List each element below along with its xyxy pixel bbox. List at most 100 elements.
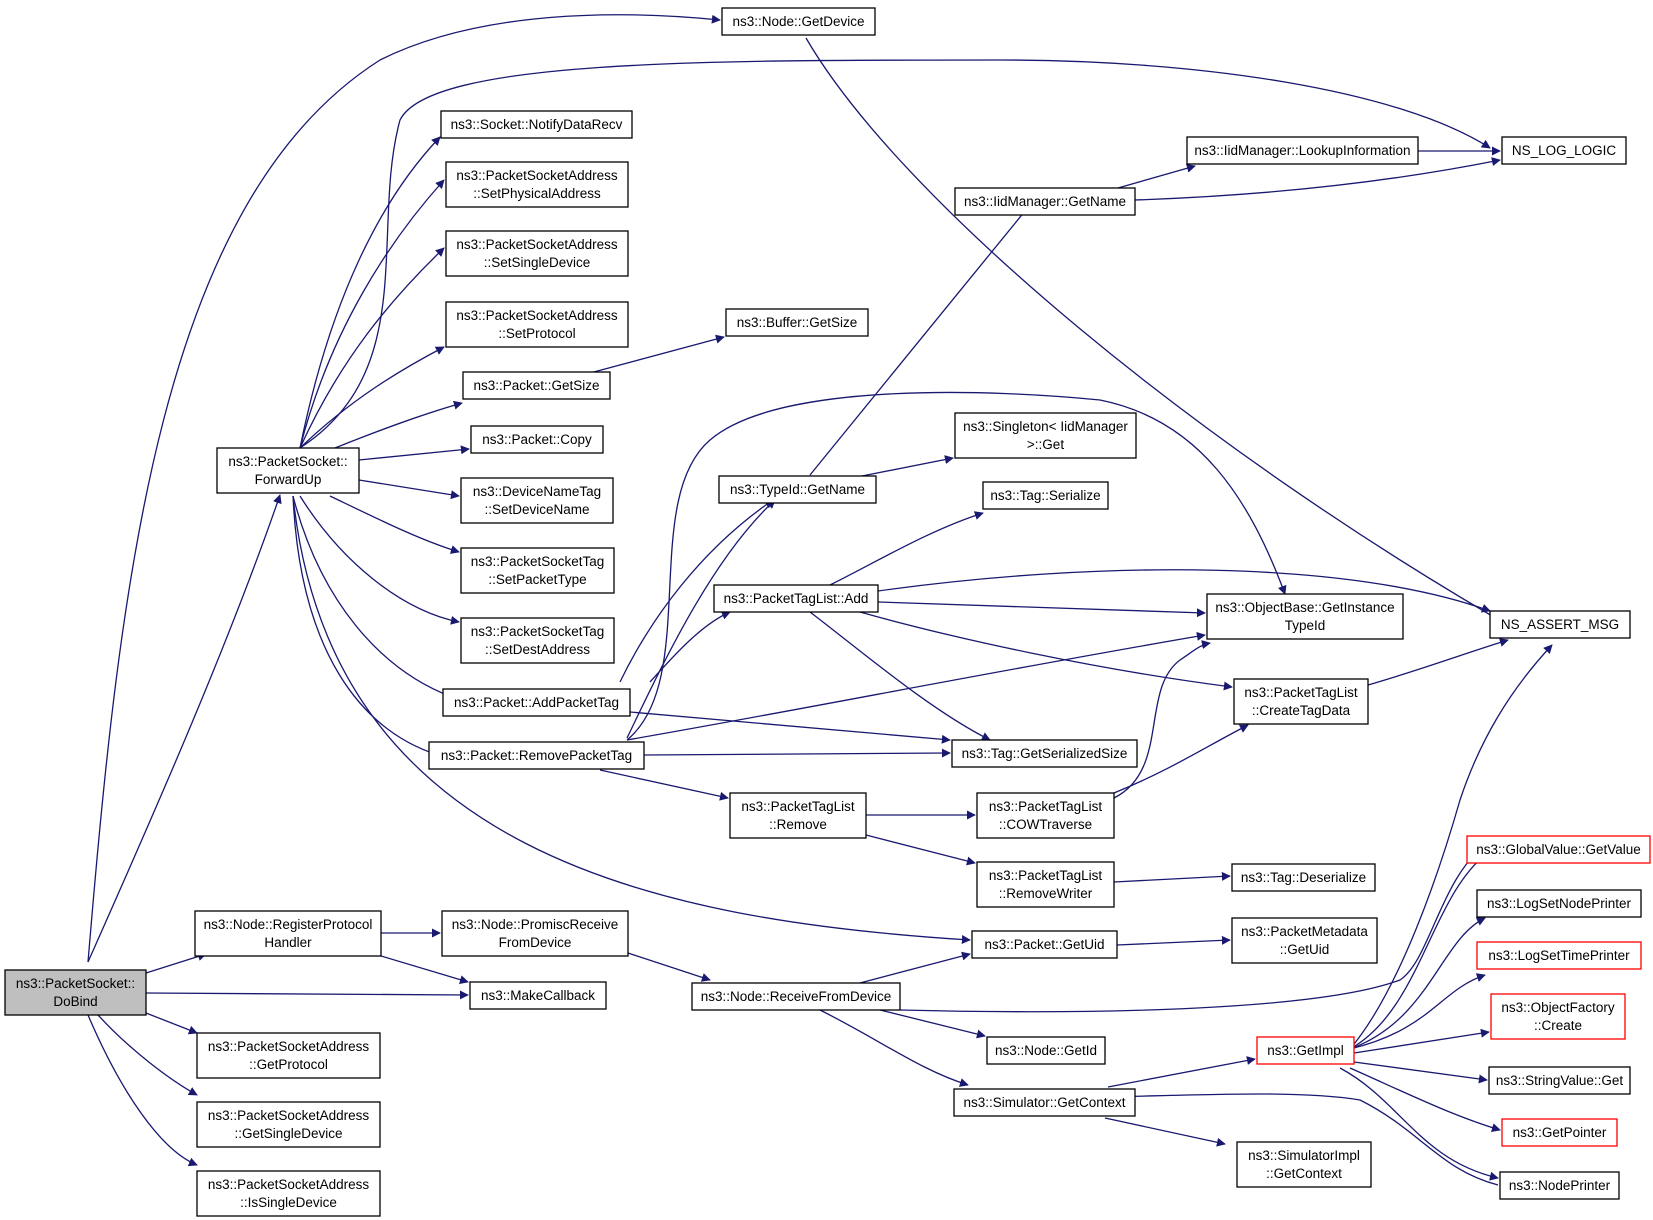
svg-text:::SetDeviceName: ::SetDeviceName (484, 502, 589, 517)
node-buffergetsize[interactable]: ns3::Buffer::GetSize (725, 308, 869, 337)
node-tagdeserialize[interactable]: ns3::Tag::Deserialize (1231, 863, 1376, 892)
node-iidgetname[interactable]: ns3::IidManager::GetName (954, 187, 1136, 216)
node-removepackettag[interactable]: ns3::Packet::RemovePacketTag (428, 741, 645, 770)
node-addpackettag[interactable]: ns3::Packet::AddPacketTag (442, 688, 631, 717)
svg-text:ns3::PacketSocketTag: ns3::PacketSocketTag (471, 624, 605, 639)
node-notifydatarecv[interactable]: ns3::Socket::NotifyDataRecv (440, 110, 633, 139)
node-getimpl[interactable]: ns3::GetImpl (1256, 1036, 1355, 1065)
edge-packettaglistadd-objectbase (877, 601, 1206, 618)
node-createtagdata[interactable]: ns3::PacketTagList ::CreateTagData (1233, 678, 1369, 725)
edge-getimpl-getpointer (1349, 1067, 1501, 1132)
node-objectfactory[interactable]: ns3::ObjectFactory ::Create (1490, 993, 1626, 1040)
node-logtimeprinter[interactable]: ns3::LogSetTimePrinter (1476, 941, 1642, 970)
edge-removepackettag-packettaglistremove (599, 769, 729, 801)
node-setsingledevice[interactable]: ns3::PacketSocketAddress ::SetSingleDevi… (445, 230, 629, 277)
node-packettaglistadd[interactable]: ns3::PacketTagList::Add (713, 584, 879, 613)
node-getdevice[interactable]: ns3::Node::GetDevice (721, 7, 876, 36)
node-simgetcontext[interactable]: ns3::Simulator::GetContext (953, 1088, 1136, 1117)
node-packetcopy[interactable]: ns3::Packet::Copy (470, 425, 604, 454)
node-nsassert[interactable]: NS_ASSERT_MSG (1489, 610, 1631, 639)
node-getprotocol[interactable]: ns3::PacketSocketAddress ::GetProtocol (196, 1032, 381, 1079)
node-taggetserializedsize[interactable]: ns3::Tag::GetSerializedSize (951, 739, 1138, 768)
svg-text:>::Get: >::Get (1027, 437, 1064, 452)
node-nodeprinter[interactable]: ns3::NodePrinter (1499, 1171, 1620, 1200)
node-removewriter[interactable]: ns3::PacketTagList ::RemoveWriter (976, 861, 1115, 908)
node-makecallback[interactable]: ns3::MakeCallback (469, 981, 607, 1010)
svg-text:TypeId: TypeId (1285, 618, 1326, 633)
edge-packetgetsize-buffergetsize (589, 334, 725, 374)
svg-text:ns3::IidManager::LookupInforma: ns3::IidManager::LookupInformation (1194, 143, 1410, 158)
edge-packettaglistremove-removewriter (865, 834, 976, 866)
svg-text:ns3::Node::PromiscReceive: ns3::Node::PromiscReceive (452, 917, 619, 932)
edge-simgetcontext-getimpl (1107, 1056, 1256, 1088)
svg-text:::SetPhysicalAddress: ::SetPhysicalAddress (473, 186, 601, 201)
svg-text:ns3::PacketSocketTag: ns3::PacketSocketTag (471, 554, 605, 569)
node-regproto[interactable]: ns3::Node::RegisterProtocol Handler (194, 910, 382, 957)
node-nodegetid[interactable]: ns3::Node::GetId (986, 1036, 1106, 1065)
node-tagserialize[interactable]: ns3::Tag::Serialize (982, 481, 1109, 510)
node-stringvalue[interactable]: ns3::StringValue::Get (1488, 1066, 1631, 1095)
svg-text:::SetProtocol: ::SetProtocol (498, 326, 575, 341)
node-setpackettype[interactable]: ns3::PacketSocketTag ::SetPacketType (460, 547, 615, 594)
svg-text:ns3::Buffer::GetSize: ns3::Buffer::GetSize (737, 315, 858, 330)
edge-dobind-getprotocol (145, 1012, 198, 1035)
edge-removepackettag-objectbase (626, 391, 1287, 741)
edge-typeidgetname-singletonget (861, 455, 954, 477)
edge-getimpl-nodeprinter (1339, 1067, 1499, 1181)
node-getpointer[interactable]: ns3::GetPointer (1501, 1118, 1618, 1147)
node-metadatagetuid[interactable]: ns3::PacketMetadata ::GetUid (1231, 917, 1378, 964)
edge-packettaglistadd-taggetserializedsize (809, 611, 991, 741)
edge-getimpl-logtimeprinter (1349, 973, 1486, 1050)
edge-receivefromdevice-globalvalue (899, 844, 1486, 1013)
node-lognodeprinter[interactable]: ns3::LogSetNodePrinter (1476, 889, 1642, 918)
edge-dobind-makecallback (145, 990, 469, 1000)
node-packettaglistremove[interactable]: ns3::PacketTagList ::Remove (729, 792, 867, 839)
node-objectbase[interactable]: ns3::ObjectBase::GetInstance TypeId (1206, 593, 1404, 640)
svg-text:DoBind: DoBind (53, 994, 97, 1009)
edge-iidgetname-iidlookup (1117, 163, 1196, 189)
svg-text:ns3::Packet::GetSize: ns3::Packet::GetSize (473, 378, 599, 393)
node-promisc[interactable]: ns3::Node::PromiscReceive FromDevice (441, 910, 629, 957)
node-iidlookup[interactable]: ns3::IidManager::LookupInformation (1186, 136, 1419, 165)
edge-forwardup-removepackettag (292, 495, 439, 757)
node-dobind[interactable]: ns3::PacketSocket:: DoBind (4, 969, 147, 1016)
svg-text:ns3::Socket::NotifyDataRecv: ns3::Socket::NotifyDataRecv (451, 117, 623, 132)
node-typeidgetname[interactable]: ns3::TypeId::GetName (718, 475, 877, 504)
node-nslogic[interactable]: NS_LOG_LOGIC (1501, 136, 1627, 165)
svg-text:::SetDestAddress: ::SetDestAddress (485, 642, 590, 657)
edge-getimpl-stringvalue (1353, 1061, 1488, 1084)
node-packetgetsize[interactable]: ns3::Packet::GetSize (462, 371, 611, 400)
node-forwardup[interactable]: ns3::PacketSocket:: ForwardUp (216, 447, 360, 494)
node-setphysaddr[interactable]: ns3::PacketSocketAddress ::SetPhysicalAd… (445, 161, 629, 208)
svg-text:ns3::LogSetTimePrinter: ns3::LogSetTimePrinter (1488, 948, 1630, 963)
svg-text:ns3::Tag::Serialize: ns3::Tag::Serialize (990, 488, 1100, 503)
edge-forwardup-setdevicename (358, 479, 460, 500)
svg-text:ns3::PacketSocketAddress: ns3::PacketSocketAddress (208, 1108, 370, 1123)
node-setprotocol[interactable]: ns3::PacketSocketAddress ::SetProtocol (445, 301, 629, 348)
edge-removepackettag-objectbase-2 (626, 631, 1206, 741)
node-cowtraverse[interactable]: ns3::PacketTagList ::COWTraverse (976, 792, 1115, 839)
node-getsingledevice[interactable]: ns3::PacketSocketAddress ::GetSingleDevi… (196, 1101, 381, 1148)
edge-addpackettag-typeidgetname (619, 499, 774, 683)
svg-text:ns3::MakeCallback: ns3::MakeCallback (481, 988, 595, 1003)
node-setdestaddr[interactable]: ns3::PacketSocketTag ::SetDestAddress (460, 617, 615, 664)
node-setdevicename[interactable]: ns3::DeviceNameTag ::SetDeviceName (460, 477, 614, 524)
svg-text:FromDevice: FromDevice (499, 935, 572, 950)
node-singletonget[interactable]: ns3::Singleton< IidManager >::Get (954, 412, 1137, 459)
node-issingledevice[interactable]: ns3::PacketSocketAddress ::IsSingleDevic… (196, 1170, 381, 1217)
node-simimplgetcontext[interactable]: ns3::SimulatorImpl ::GetContext (1236, 1141, 1372, 1188)
svg-text:ns3::Simulator::GetContext: ns3::Simulator::GetContext (963, 1095, 1125, 1110)
svg-text:ns3::GetImpl: ns3::GetImpl (1267, 1043, 1344, 1058)
node-globalvalue[interactable]: ns3::GlobalValue::GetValue (1466, 835, 1651, 864)
svg-text:ns3::Singleton< IidManager: ns3::Singleton< IidManager (963, 419, 1128, 434)
svg-text:ns3::PacketSocketAddress: ns3::PacketSocketAddress (208, 1177, 370, 1192)
svg-text:ns3::Tag::Deserialize: ns3::Tag::Deserialize (1241, 870, 1366, 885)
svg-text:NS_ASSERT_MSG: NS_ASSERT_MSG (1501, 617, 1619, 632)
svg-text:ns3::Tag::GetSerializedSize: ns3::Tag::GetSerializedSize (962, 746, 1128, 761)
svg-text:::GetContext: ::GetContext (1266, 1166, 1342, 1181)
node-receivefromdevice[interactable]: ns3::Node::ReceiveFromDevice (691, 982, 901, 1011)
node-packetgetuid[interactable]: ns3::Packet::GetUid (971, 930, 1118, 959)
edge-promisc-receivefromdevice (627, 952, 711, 982)
svg-text:ns3::PacketSocketAddress: ns3::PacketSocketAddress (456, 237, 618, 252)
svg-text:ns3::PacketSocketAddress: ns3::PacketSocketAddress (456, 308, 618, 323)
